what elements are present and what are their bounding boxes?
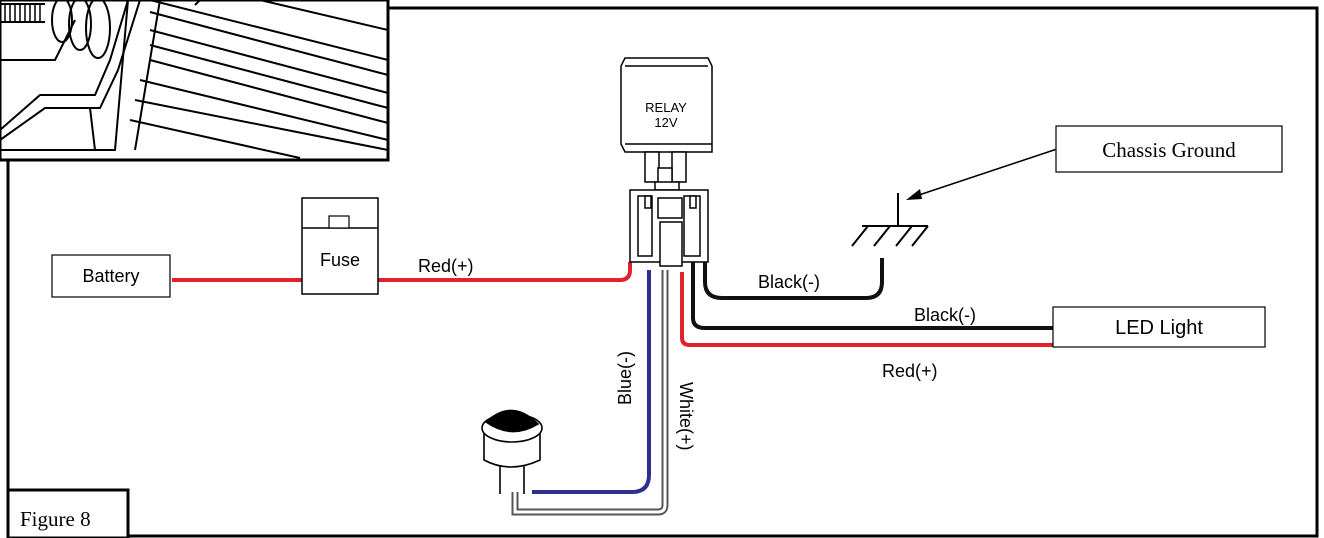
wire-label-led-red: Red(+) <box>882 361 938 381</box>
battery-box: Battery <box>51 254 171 298</box>
rocker-switch <box>481 409 543 494</box>
fuse-label: Fuse <box>320 250 360 270</box>
black-wire-relay-ground <box>703 258 884 300</box>
figure-label-box: Figure 8 <box>6 488 130 538</box>
white-wire-switch-outline <box>511 270 669 516</box>
red-wire-relay-led <box>680 272 1053 347</box>
white-wire-switch <box>513 270 667 514</box>
wire-label-led-black: Black(-) <box>914 305 976 325</box>
red-wire-fuse-relay <box>378 262 632 282</box>
ground-pointer-arrow <box>906 147 1061 200</box>
relay-label-line2: 12V <box>654 115 677 130</box>
wire-label-battery-red: Red(+) <box>418 256 474 276</box>
chassis-ground-box: Chassis Ground <box>1055 125 1283 173</box>
wire-label-blue: Blue(-) <box>615 351 635 405</box>
chassis-ground-label: Chassis Ground <box>1102 138 1236 162</box>
fuse-box: Fuse <box>301 197 379 295</box>
led-light-box: LED Light <box>1052 306 1266 348</box>
battery-label: Battery <box>82 266 139 286</box>
chassis-ground-symbol <box>851 193 929 247</box>
led-light-label: LED Light <box>1115 317 1203 339</box>
figure-label: Figure 8 <box>20 507 91 531</box>
relay-label-line1: RELAY <box>645 100 687 115</box>
product-inset-drawing <box>0 0 390 162</box>
blue-wire-switch <box>532 270 651 494</box>
relay <box>620 57 713 267</box>
wire-label-white: White(+) <box>676 382 696 451</box>
black-wire-relay-led <box>691 262 1053 330</box>
wire-label-ground-black: Black(-) <box>758 272 820 292</box>
diagram-frame <box>6 6 1319 538</box>
